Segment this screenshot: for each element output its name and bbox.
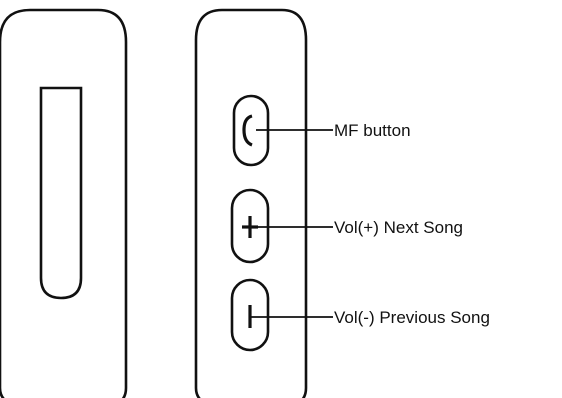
phone-handset-icon: [242, 114, 253, 147]
vol-up-button[interactable]: [230, 188, 270, 264]
vol-down-button[interactable]: [230, 278, 270, 352]
callout-label-vol-up: Vol(+) Next Song: [334, 218, 463, 237]
callout-label-mf-button: MF button: [334, 121, 411, 140]
callout-lines: [250, 129, 333, 318]
device-back-body: [0, 8, 128, 398]
callout-label-vol-down: Vol(-) Previous Song: [334, 308, 490, 327]
device-front-body: [194, 8, 308, 398]
device-back-slot: [39, 86, 83, 300]
device-front-view: [194, 8, 308, 398]
device-back-view: [0, 8, 128, 398]
